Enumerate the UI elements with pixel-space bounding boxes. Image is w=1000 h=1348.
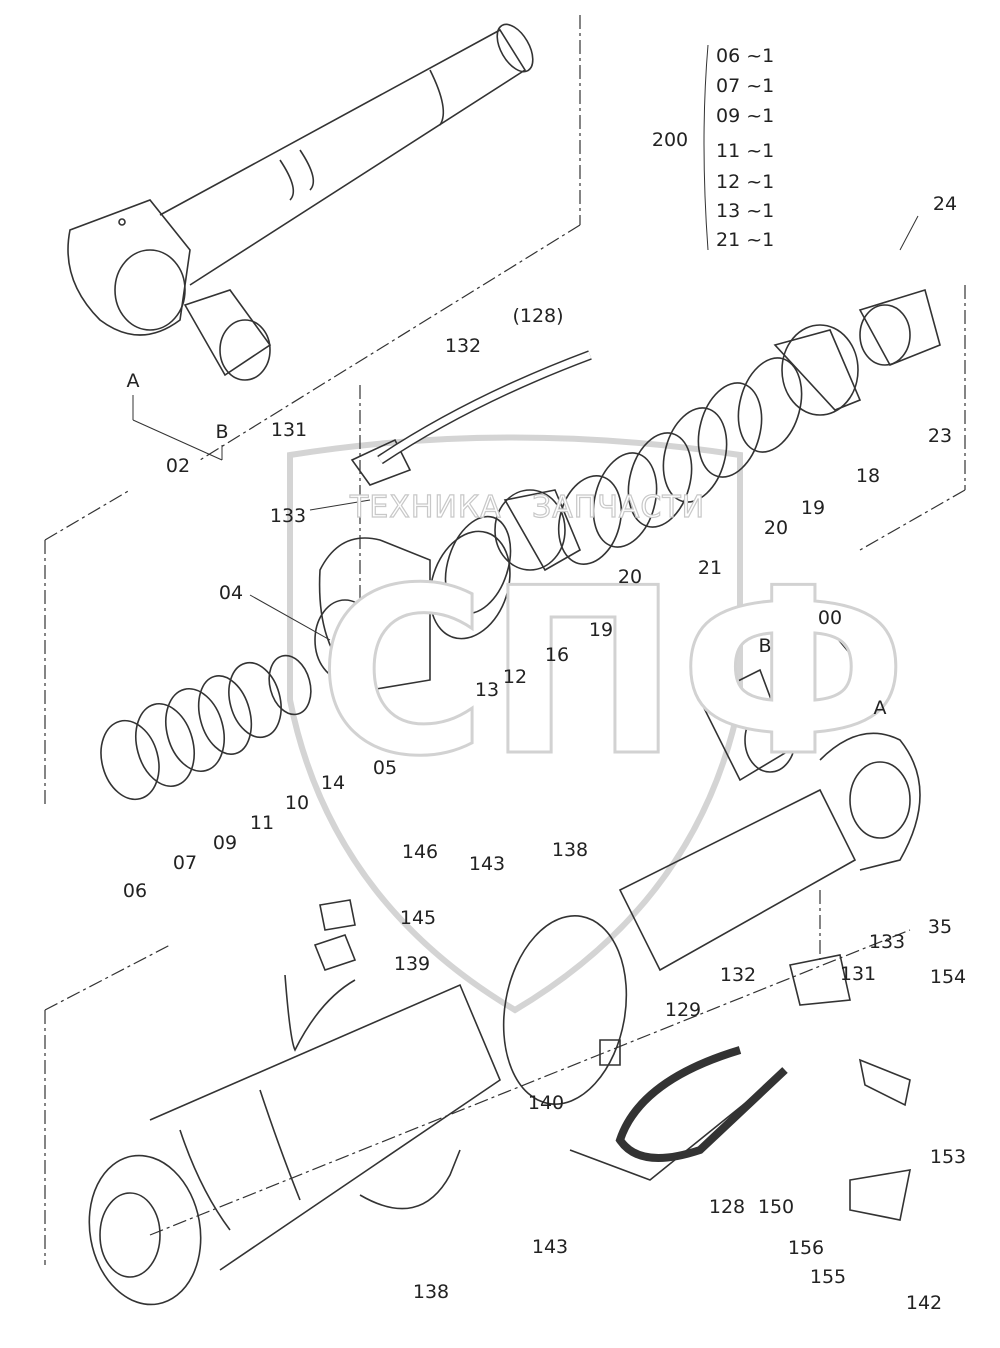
part-label: A xyxy=(126,370,140,392)
part-label: 150 xyxy=(757,1196,795,1218)
part-label: 153 xyxy=(929,1146,967,1168)
kit-brace xyxy=(703,44,709,251)
part-label: 18 xyxy=(855,465,881,487)
part-label: 138 xyxy=(412,1281,450,1303)
center-line xyxy=(859,489,966,551)
cylinder-head xyxy=(314,438,431,691)
watermark-shield xyxy=(287,434,743,1014)
part-label: 09 xyxy=(212,832,238,854)
kit-item: 11 ~1 xyxy=(716,140,775,162)
part-label: 06 xyxy=(122,880,148,902)
part-label: B xyxy=(758,635,772,657)
kit-item: 12 ~1 xyxy=(716,171,775,193)
kit-item: 21 ~1 xyxy=(716,229,775,251)
part-label: 154 xyxy=(929,966,967,988)
leader-line xyxy=(899,215,919,251)
part-label: 128 xyxy=(708,1196,746,1218)
part-label: 23 xyxy=(927,425,953,447)
cylinder-tube-bottom xyxy=(88,983,501,1306)
part-label: 12 xyxy=(502,666,528,688)
piston-rod xyxy=(67,23,534,336)
part-label: 00 xyxy=(817,607,843,629)
leader-line xyxy=(132,419,223,461)
part-label: 35 xyxy=(927,916,953,938)
leader-line xyxy=(829,629,881,691)
part-label: 133 xyxy=(868,931,906,953)
center-line xyxy=(44,489,131,541)
kit-item: 06 ~1 xyxy=(716,45,775,67)
part-label: 146 xyxy=(401,841,439,863)
part-label: 20 xyxy=(617,566,643,588)
part-label: 07 xyxy=(172,852,198,874)
part-label: 132 xyxy=(444,335,482,357)
hoses-lower xyxy=(569,954,912,1221)
center-line xyxy=(149,929,911,1236)
part-label: 131 xyxy=(839,963,877,985)
part-label: 156 xyxy=(787,1237,825,1259)
part-label: 02 xyxy=(165,455,191,477)
part-label: (128) xyxy=(512,305,564,327)
hose-128-top-inner xyxy=(378,351,592,463)
part-label: 142 xyxy=(905,1292,943,1314)
center-line xyxy=(199,224,581,461)
leader-line xyxy=(309,499,371,511)
part-label: 143 xyxy=(531,1236,569,1258)
part-label: A xyxy=(873,697,887,719)
center-line xyxy=(44,944,171,1011)
seal-rings xyxy=(100,288,941,801)
leader-line xyxy=(249,594,331,641)
part-label: 140 xyxy=(527,1092,565,1114)
part-label: 145 xyxy=(399,907,437,929)
part-label: 21 xyxy=(697,557,723,579)
kit-number: 200 xyxy=(651,129,689,151)
part-label: 19 xyxy=(588,619,614,641)
part-label: 13 xyxy=(474,679,500,701)
part-label: 04 xyxy=(218,582,244,604)
kit-item: 07 ~1 xyxy=(716,75,775,97)
part-label: 133 xyxy=(269,505,307,527)
part-label: 19 xyxy=(800,497,826,519)
kit-item: 13 ~1 xyxy=(716,200,775,222)
watermark-logo: СПФ xyxy=(316,539,908,809)
part-label: 14 xyxy=(320,772,346,794)
part-label: 132 xyxy=(719,964,757,986)
part-label: 11 xyxy=(249,812,275,834)
part-label: 155 xyxy=(809,1266,847,1288)
part-label: 10 xyxy=(284,792,310,814)
part-label: 139 xyxy=(393,953,431,975)
part-label: 138 xyxy=(551,839,589,861)
part-label: B xyxy=(215,421,229,443)
kit-item: 09 ~1 xyxy=(716,105,775,127)
watermark-text-1: ТЕХНИКА xyxy=(349,489,502,525)
part-label: 16 xyxy=(544,644,570,666)
part-label: 20 xyxy=(763,517,789,539)
part-label: 143 xyxy=(468,853,506,875)
part-label: 05 xyxy=(372,757,398,779)
part-label: 24 xyxy=(932,193,958,215)
bushing-top xyxy=(183,289,272,381)
part-label: 131 xyxy=(270,419,308,441)
clamps xyxy=(284,899,628,1210)
watermark-text-2: ЗАПЧАСТИ xyxy=(531,489,706,525)
cylinder-tube xyxy=(618,668,921,972)
part-label: 129 xyxy=(664,999,702,1021)
